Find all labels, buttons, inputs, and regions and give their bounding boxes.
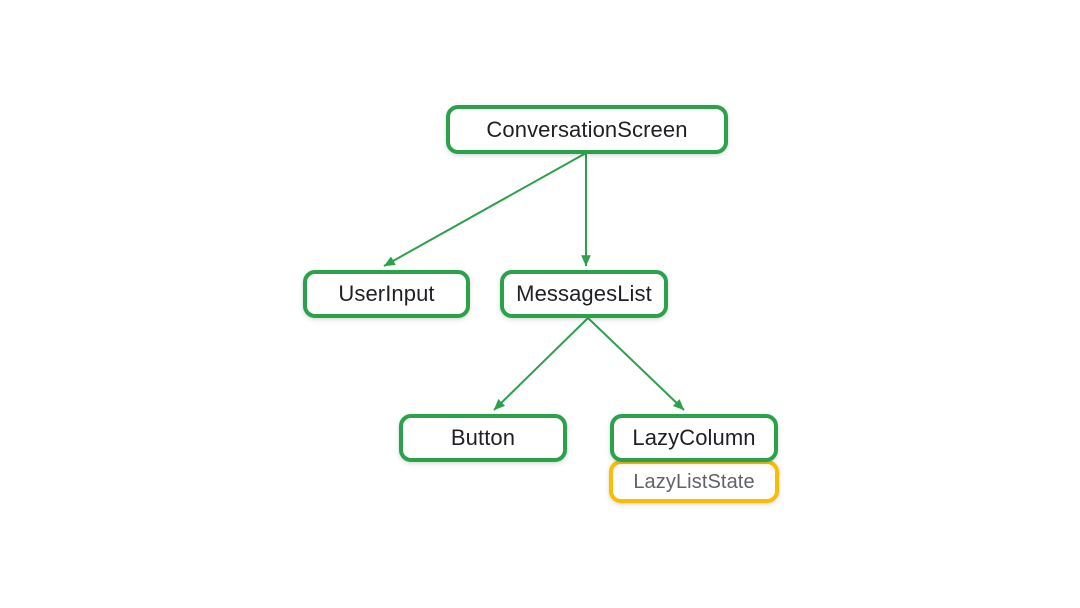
node-label: LazyColumn bbox=[632, 425, 756, 450]
edge-messageslist-lazycolumn bbox=[587, 317, 685, 411]
node-button[interactable]: Button bbox=[399, 414, 567, 462]
edge-conversationscreen-userinput bbox=[383, 152, 587, 267]
node-userinput[interactable]: UserInput bbox=[303, 270, 470, 318]
node-label: Button bbox=[450, 425, 516, 450]
node-messageslist[interactable]: MessagesList bbox=[500, 270, 668, 318]
node-conversationscreen[interactable]: ConversationScreen bbox=[446, 105, 728, 154]
node-label: MessagesList bbox=[516, 281, 652, 306]
node-label: LazyListState bbox=[633, 470, 755, 493]
node-lazyliststate[interactable]: LazyListState bbox=[609, 460, 779, 503]
node-lazycolumn[interactable]: LazyColumn bbox=[610, 414, 778, 462]
node-label: ConversationScreen bbox=[486, 116, 688, 142]
node-label: UserInput bbox=[338, 281, 435, 306]
edge-messageslist-button bbox=[493, 317, 589, 411]
